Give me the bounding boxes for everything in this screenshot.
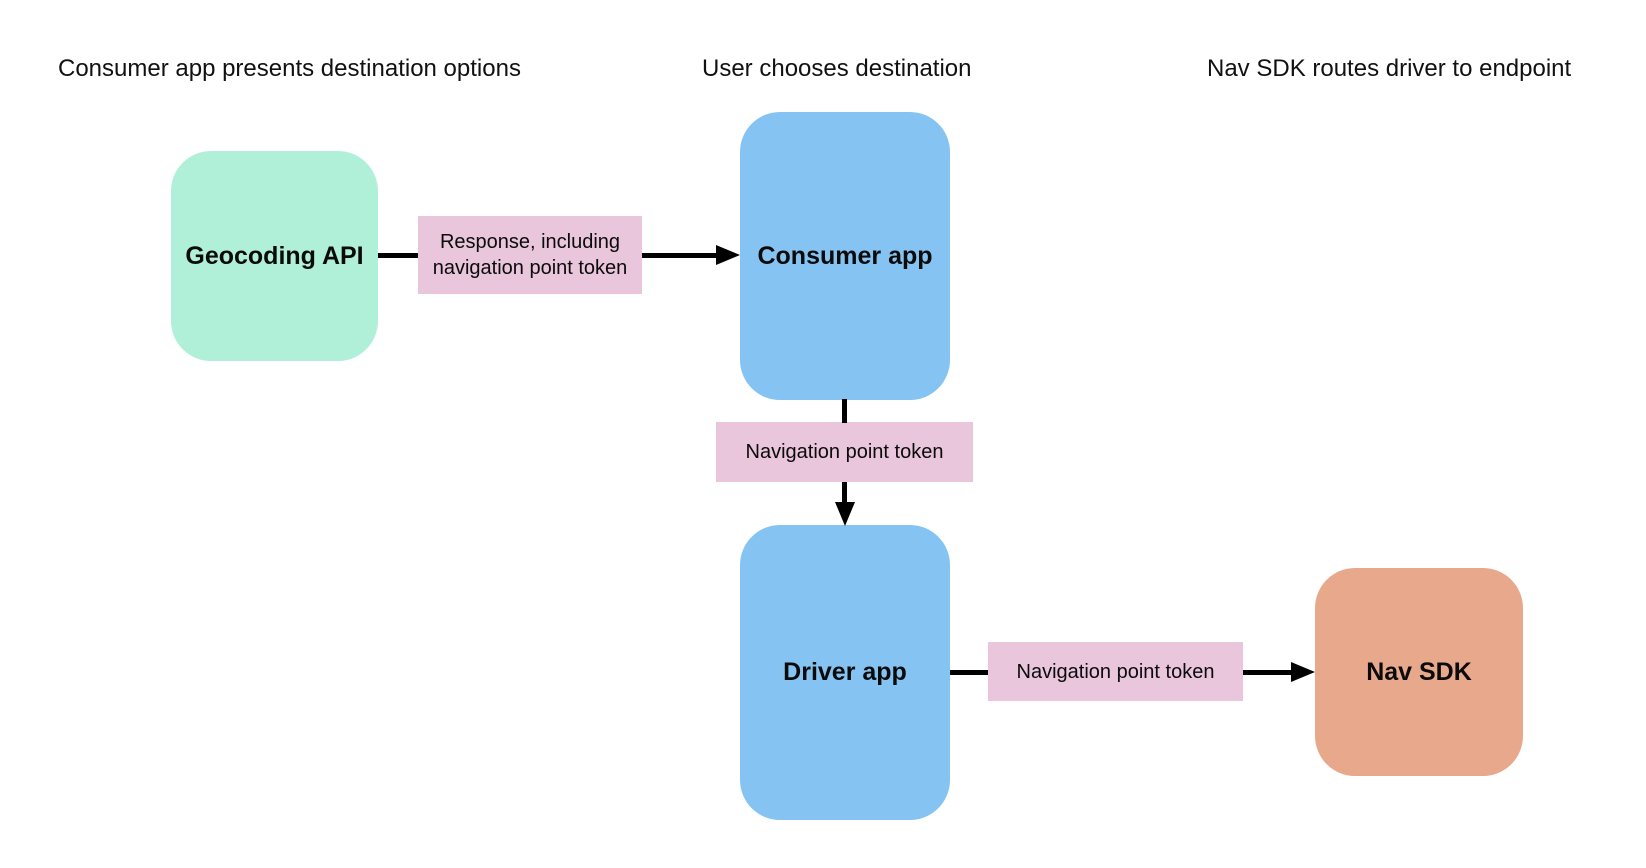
node-consumer-app-label: Consumer app xyxy=(757,241,933,270)
connector-label-to-driver xyxy=(842,482,847,506)
arrowhead-into-nav-sdk-icon xyxy=(1291,662,1315,682)
connector-consumer-to-label xyxy=(842,399,847,423)
stage-header-consumer-presents: Consumer app presents destination option… xyxy=(58,55,521,82)
connector-label-to-navsdk xyxy=(1243,670,1295,675)
node-driver-app-label: Driver app xyxy=(783,658,907,686)
stage-header-navsdk-routes: Nav SDK routes driver to endpoint xyxy=(1207,55,1572,82)
arrowhead-into-consumer-app-icon xyxy=(716,245,740,265)
connector-driver-to-label xyxy=(950,670,988,675)
edge-label-navigation-point-token-horizontal: Navigation point token xyxy=(988,642,1243,701)
edge-label-response-including-navigation-point-token: Response, including navigation point tok… xyxy=(418,216,642,294)
connector-label-to-consumer xyxy=(642,253,720,258)
node-nav-sdk: Nav SDK xyxy=(1315,568,1523,776)
edge-label-navigation-point-token-vertical: Navigation point token xyxy=(716,422,973,482)
connector-geocoding-to-label xyxy=(378,253,418,258)
node-geocoding-api: Geocoding API xyxy=(171,151,378,361)
node-consumer-app: Consumer app xyxy=(740,112,950,400)
arrowhead-into-driver-app-icon xyxy=(835,502,855,526)
node-nav-sdk-label: Nav SDK xyxy=(1366,657,1472,686)
stage-header-user-chooses: User chooses destination xyxy=(702,55,972,82)
node-driver-app: Driver app xyxy=(740,525,950,820)
node-geocoding-api-label: Geocoding API xyxy=(185,241,364,270)
